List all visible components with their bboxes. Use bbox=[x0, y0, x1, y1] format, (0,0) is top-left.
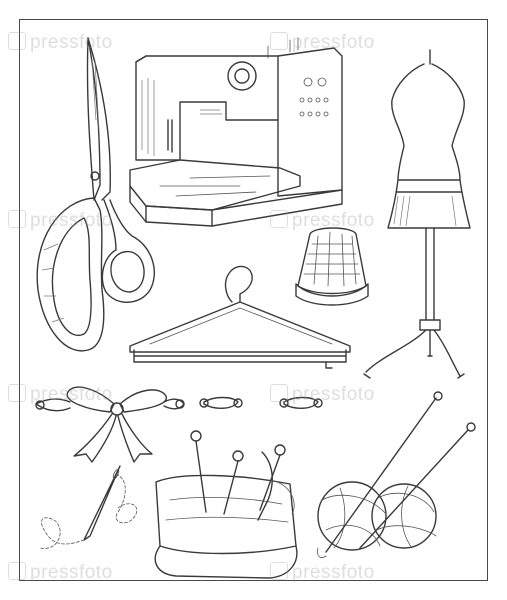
needle-thread-drawing bbox=[39, 465, 138, 549]
dress-form-drawing bbox=[363, 49, 471, 379]
watermark-logo: pressfoto bbox=[270, 562, 375, 584]
watermark-logo: pressfoto bbox=[8, 384, 113, 406]
hanger-drawing bbox=[129, 265, 351, 369]
ribbon-bow-drawing bbox=[35, 386, 185, 463]
sewing-machine-drawing bbox=[129, 37, 343, 227]
watermark-icon bbox=[270, 384, 288, 402]
watermark-logo: pressfoto bbox=[8, 210, 113, 232]
watermark-logo: pressfoto bbox=[270, 32, 375, 54]
watermark-icon bbox=[8, 210, 26, 228]
pincushion-drawing bbox=[154, 430, 298, 579]
watermark-icon bbox=[270, 32, 288, 50]
watermark-logo: pressfoto bbox=[8, 562, 113, 584]
yarn-knitting-drawing bbox=[317, 391, 476, 558]
watermark-logo: pressfoto bbox=[8, 32, 113, 54]
watermark-icon bbox=[8, 562, 26, 580]
watermark-icon bbox=[8, 384, 26, 402]
ribbon-pieces-drawing bbox=[199, 396, 323, 409]
watermark-logo: pressfoto bbox=[270, 210, 375, 232]
watermark-icon bbox=[8, 32, 26, 50]
scissors-drawing bbox=[36, 37, 155, 352]
watermark-icon bbox=[270, 562, 288, 580]
thimble-drawing bbox=[295, 227, 369, 306]
watermark-logo: pressfoto bbox=[270, 384, 375, 406]
watermark-icon bbox=[270, 210, 288, 228]
